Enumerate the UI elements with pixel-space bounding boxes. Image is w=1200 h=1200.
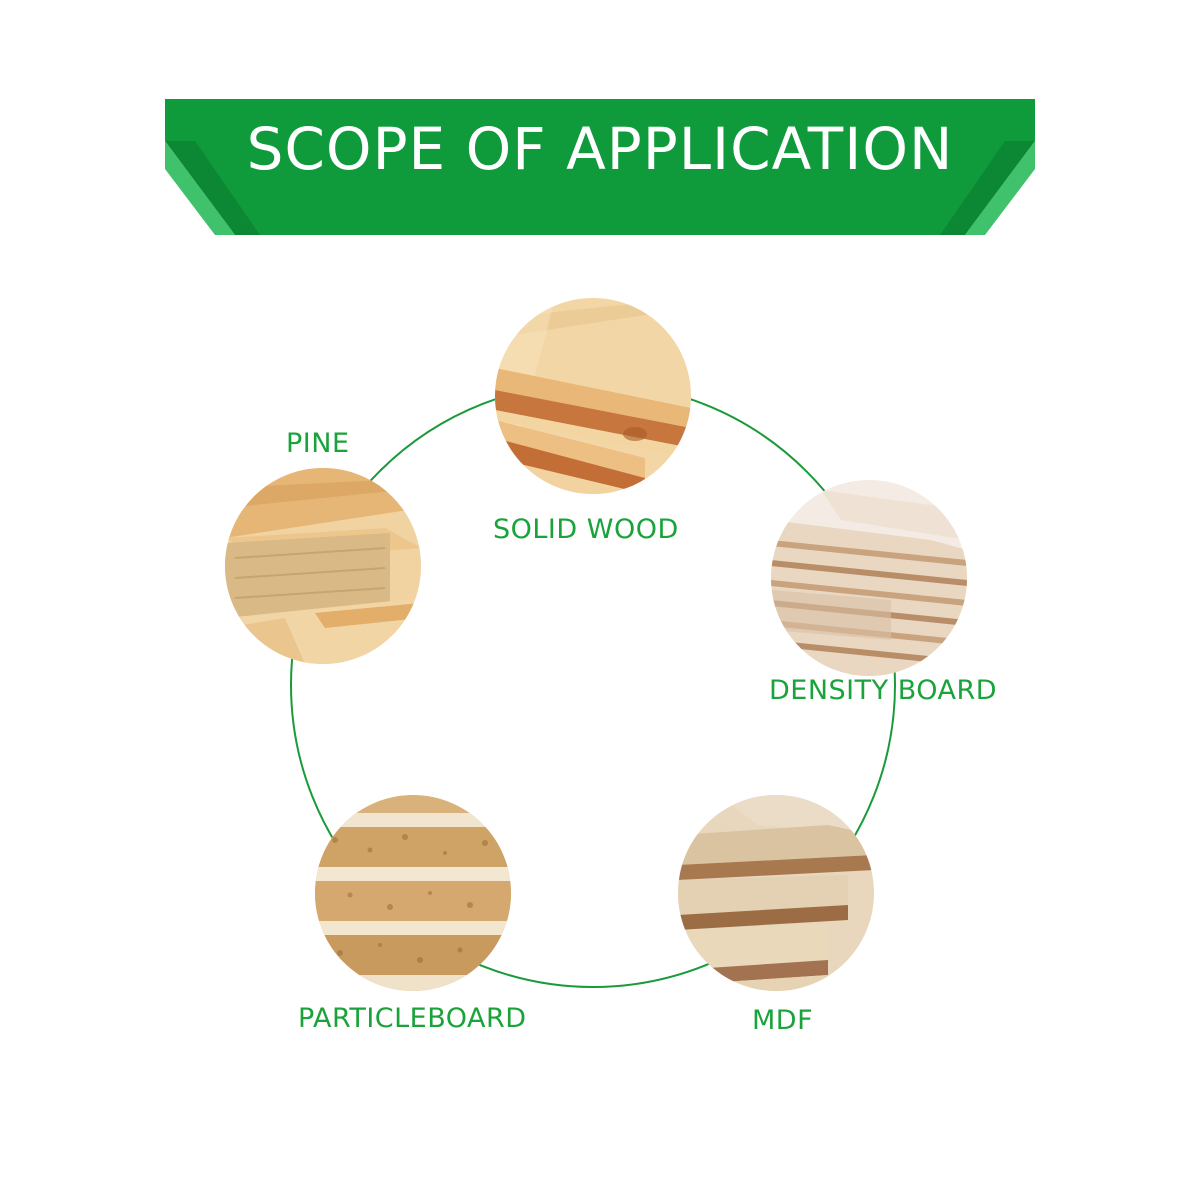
- mdf-label: MDF: [752, 1005, 814, 1036]
- banner-background: [165, 99, 1035, 235]
- particleboard-icon: [315, 795, 511, 991]
- pine-photo: [225, 468, 421, 664]
- pine-label: PINE: [286, 428, 350, 459]
- particleboard-photo: [315, 795, 511, 991]
- page-title: SCOPE OF APPLICATION: [246, 115, 954, 183]
- mdf-boards-icon: [678, 795, 874, 991]
- title-banner: SCOPE OF APPLICATION: [165, 99, 1035, 235]
- density-board-label: DENSITY BOARD: [769, 675, 998, 706]
- density-board-photo: [771, 480, 967, 676]
- plywood-density-board-icon: [771, 480, 967, 676]
- particleboard-label: PARTICLEBOARD: [298, 1003, 527, 1034]
- solid-wood-boards-icon: [495, 298, 691, 494]
- solid-wood-photo: [495, 298, 691, 494]
- solid-wood-label: SOLID WOOD: [493, 514, 679, 545]
- mdf-photo: [678, 795, 874, 991]
- pine-lumber-icon: [225, 468, 421, 664]
